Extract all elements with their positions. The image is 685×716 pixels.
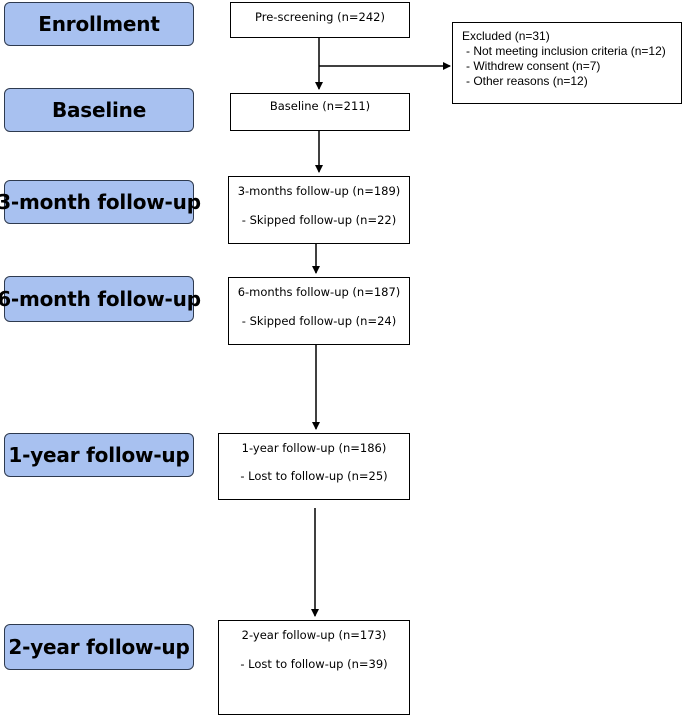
month3-count: 3-months follow-up (n=189)	[237, 184, 401, 198]
year2-count: 2-year follow-up (n=173)	[241, 628, 387, 642]
excluded-item: - Not meeting inclusion criteria (n=12)	[466, 44, 666, 58]
month6-count: 6-months follow-up (n=187)	[237, 285, 401, 299]
excluded-item: - Withdrew consent (n=7)	[466, 59, 601, 73]
prescreening-count: Pre-screening (n=242)	[255, 10, 385, 24]
month6-box: 6-months follow-up (n=187) - Skipped fol…	[228, 277, 410, 345]
excluded-item: - Other reasons (n=12)	[466, 74, 588, 88]
stage-baseline: Baseline	[4, 88, 194, 132]
month6-skipped: - Skipped follow-up (n=24)	[241, 314, 397, 328]
stage-2-year-follow-up: 2-year follow-up	[4, 624, 194, 670]
baseline-count: Baseline (n=211)	[269, 99, 371, 113]
stage-3-month-follow-up: 3-month follow-up	[0, 180, 201, 224]
year1-lost: - Lost to follow-up (n=25)	[240, 469, 388, 483]
year1-count: 1-year follow-up (n=186)	[241, 441, 387, 455]
year2-lost: - Lost to follow-up (n=39)	[240, 657, 388, 671]
year1-box: 1-year follow-up (n=186) - Lost to follo…	[218, 433, 410, 500]
excluded-box: Excluded (n=31) - Not meeting inclusion …	[452, 22, 682, 104]
stage-enrollment: Enrollment	[4, 2, 194, 46]
stage-1-year-follow-up: 1-year follow-up	[4, 433, 194, 477]
month3-skipped: - Skipped follow-up (n=22)	[241, 213, 397, 227]
excluded-title: Excluded (n=31)	[462, 29, 550, 43]
stage-6-month-follow-up: 6-month follow-up	[0, 276, 201, 322]
prescreening-box: Pre-screening (n=242)	[230, 2, 410, 38]
baseline-box: Baseline (n=211)	[230, 93, 410, 131]
year2-box: 2-year follow-up (n=173) - Lost to follo…	[218, 620, 410, 715]
month3-box: 3-months follow-up (n=189) - Skipped fol…	[228, 176, 410, 244]
